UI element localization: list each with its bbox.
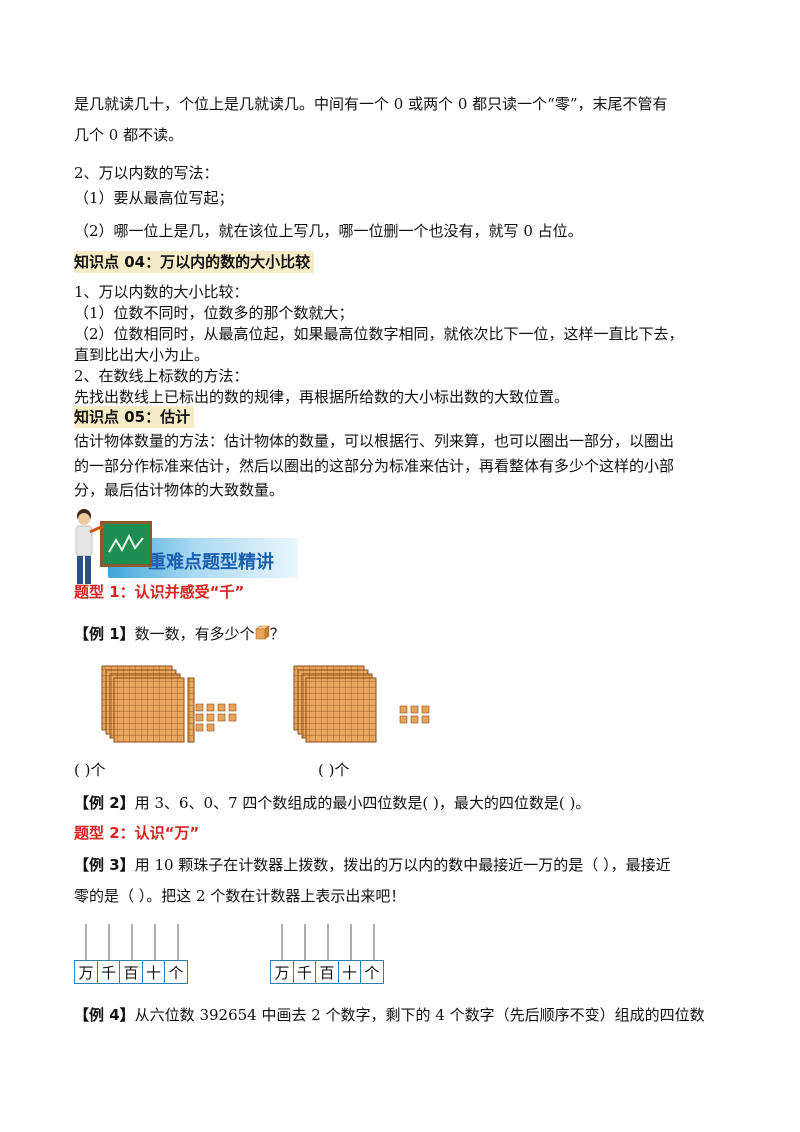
text-line: 几个 0 都不读。: [74, 126, 184, 144]
text-line: 的一部分作标准来估计，然后以圈出的这部分为标准来估计，再看整体有多少个这样的小部: [74, 457, 675, 475]
example-4-line: 【例 4】从六位数 392654 中画去 2 个数字，剩下的 4 个数字（先后顺…: [74, 1008, 705, 1023]
example-3-line: 【例 3】用 10 颗珠子在计数器上拨数，拨出的万以内的数中最接近一万的是（ ）…: [74, 858, 671, 873]
text-line: 1、万以内数的大小比较：: [74, 283, 249, 301]
place-label: 百: [315, 960, 339, 984]
text-line: 零的是（ ）。把这 2 个数在计数器上表示出来吧！: [74, 887, 406, 905]
answer-blank-left[interactable]: ( )个: [74, 761, 106, 779]
knowledge-point-heading: 知识点 04：万以内的数的大小比较: [74, 251, 315, 273]
question-mark: ？: [269, 625, 285, 643]
example-tag: 【例 2】: [74, 794, 135, 812]
place-label: 万: [270, 960, 294, 984]
place-label: 十: [141, 960, 166, 984]
place-label: 万: [74, 960, 98, 984]
example-tag: 【例 3】: [74, 856, 135, 874]
example-text: 数一数，有多少个: [134, 625, 255, 643]
example-tag: 【例 1】: [74, 625, 135, 643]
answer-blank-right[interactable]: ( )个: [318, 761, 350, 779]
text-line: （1）要从最高位写起；: [74, 189, 234, 207]
example-1-line: 【例 1】数一数，有多少个 ？: [74, 625, 285, 643]
kp5-title: 知识点 05：估计: [74, 406, 195, 428]
text-line: 分，最后估计物体的大致数量。: [74, 481, 285, 499]
text-line: （2）哪一位上是几，就在该位上写几，哪一位删一个也没有，就写 0 占位。: [74, 222, 583, 240]
chalk-wave-icon: [108, 533, 144, 553]
place-label: 百: [119, 960, 143, 984]
place-label: 千: [96, 960, 121, 984]
example-text: 用 3、6、0、7 四个数组成的最小四位数是( )，最大的四位数是( )。: [134, 794, 591, 812]
example-tag: 【例 4】: [74, 1006, 135, 1024]
text-line: 2、万以内数的写法：: [74, 164, 219, 182]
abacus-place-labels: 万 千 百 十 个: [270, 960, 384, 984]
example-2-line: 【例 2】用 3、6、0、7 四个数组成的最小四位数是( )，最大的四位数是( …: [74, 796, 590, 811]
text-line: 是几就读几十，个位上是几就读几。中间有一个 0 或两个 0 都只读一个“零”，末…: [74, 95, 668, 113]
place-label: 个: [164, 960, 188, 984]
banner-title: 重难点题型精讲: [148, 552, 274, 573]
example-text: 用 10 颗珠子在计数器上拨数，拨出的万以内的数中最接近一万的是（ ），最接近: [134, 856, 671, 874]
cube-group-left: [100, 664, 320, 750]
teacher-icon: [75, 509, 104, 584]
text-line: 估计物体数量的方法：估计物体的数量，可以根据行、列来算，也可以圈出一部分，以圈出: [74, 432, 675, 450]
text-line: 先找出数线上已标出的数的规律，再根据所给数的大小标出数的大致位置。: [74, 388, 570, 406]
cube-group-right: [292, 664, 452, 750]
knowledge-point-heading: 知识点 05：估计: [74, 406, 195, 428]
example-text: 从六位数 392654 中画去 2 个数字，剩下的 4 个数字（先后顺序不变）组…: [134, 1006, 705, 1024]
question-type-title: 题型 1：认识并感受“千”: [74, 583, 245, 601]
abacus-place-labels: 万 千 百 十 个: [74, 960, 188, 984]
kp4-title: 知识点 04：万以内的数的大小比较: [74, 251, 315, 273]
place-label: 千: [292, 960, 317, 984]
unit-cube-icon: [254, 625, 270, 643]
text-line: （2）位数相同时，从最高位起，如果最高位数字相同，就依次比下一位，这样一直比下去…: [74, 325, 684, 343]
question-type-title: 题型 2：认识“万”: [74, 824, 200, 842]
chalkboard-icon: [100, 521, 152, 567]
place-label: 个: [360, 960, 384, 984]
text-line: 直到比出大小为止。: [74, 346, 210, 364]
place-label: 十: [337, 960, 362, 984]
text-line: 2、在数线上标数的方法：: [74, 367, 249, 385]
text-line: （1）位数不同时，位数多的那个数就大；: [74, 304, 354, 322]
